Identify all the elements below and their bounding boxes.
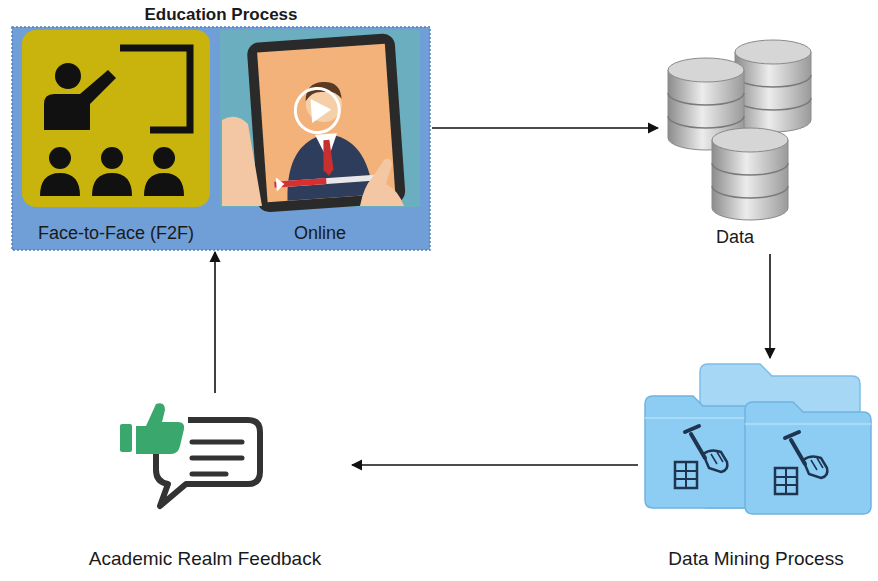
database-icon: [668, 40, 811, 220]
classroom-icon: [22, 30, 210, 207]
mode-panel: Face-to-Face (F2F): [22, 30, 210, 248]
data-store: Data: [660, 38, 810, 252]
online-video-icon: [220, 30, 420, 213]
mining-process: Data Mining Process: [640, 360, 872, 574]
node-label: Data Mining Process: [665, 547, 846, 572]
flow-arrow: [352, 464, 638, 466]
mode-panel: Online: [220, 30, 420, 248]
node-label: Face-to-Face (F2F): [35, 222, 197, 246]
flow-arrow: [769, 254, 771, 358]
node-label: Online: [291, 222, 349, 246]
group-title: Education Process: [141, 4, 300, 26]
feedback-node: Academic Realm Feedback: [60, 395, 350, 574]
feedback-icon: [120, 403, 260, 506]
process-band: Education ProcessFace-to-Face (F2F) Onlin…: [12, 4, 430, 250]
data-mining-folders: [645, 364, 871, 514]
flow-arrow: [214, 252, 216, 393]
education-band: [12, 27, 430, 250]
node-label: Academic Realm Feedback: [86, 547, 324, 572]
flow-arrow: [432, 127, 658, 129]
node-label: Data: [713, 226, 757, 250]
